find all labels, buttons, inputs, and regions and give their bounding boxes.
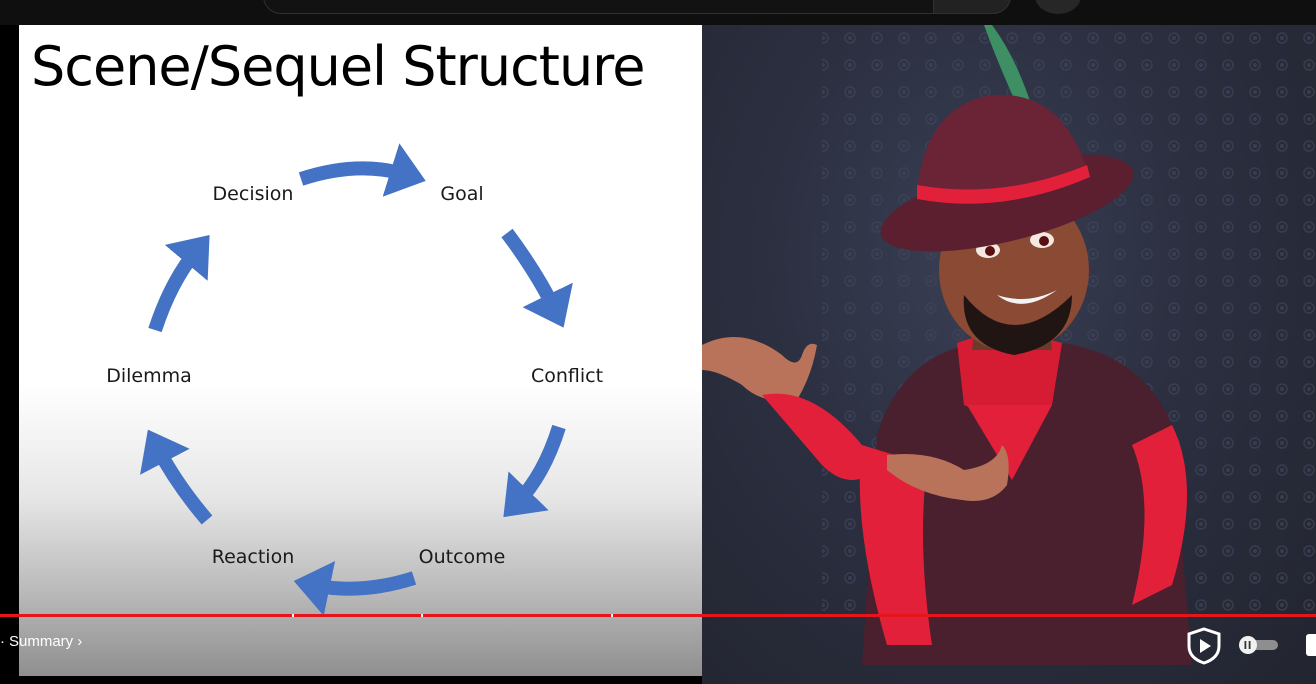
node-reaction: Reaction [211, 546, 295, 568]
search-input[interactable] [263, 0, 935, 14]
video-player[interactable]: Scene/Sequel Structure Decision Goal Con… [0, 25, 1316, 684]
node-decision: Decision [212, 183, 294, 205]
arrow-decision-goal [298, 143, 426, 197]
chapter-marker [421, 614, 423, 617]
shield-play-icon[interactable] [1186, 627, 1222, 665]
mic-button[interactable] [1035, 0, 1081, 14]
top-bar [0, 0, 1316, 25]
arrow-goal-conflict [501, 228, 573, 328]
node-dilemma: Dilemma [106, 365, 192, 387]
slide-title: Scene/Sequel Structure [31, 35, 645, 98]
search-button[interactable] [933, 0, 1011, 14]
node-goal: Goal [440, 183, 484, 205]
chevron-right-icon: › [77, 633, 83, 650]
arrow-dilemma-decision [148, 234, 210, 333]
arrow-reaction-dilemma [140, 429, 213, 525]
chapter-marker [292, 614, 294, 617]
chapter-button[interactable]: · Summary › [0, 633, 82, 650]
chapter-marker [611, 614, 613, 617]
cycle-arrows [140, 143, 573, 616]
presenter-illustration [702, 25, 1316, 684]
progress-bar[interactable] [0, 614, 1316, 617]
chapter-title: Summary [9, 633, 74, 650]
player-controls: · Summary › [0, 617, 1316, 684]
slide-panel: Scene/Sequel Structure Decision Goal Con… [19, 25, 702, 676]
arrow-conflict-outcome [503, 424, 566, 518]
presenter-character [702, 25, 1316, 665]
arrow-outcome-reaction [293, 561, 417, 616]
node-outcome: Outcome [418, 546, 506, 568]
subtitles-icon[interactable] [1306, 634, 1316, 656]
chapter-dot-icon: · [0, 633, 5, 650]
autoplay-toggle[interactable] [1238, 636, 1280, 654]
node-conflict: Conflict [530, 365, 604, 387]
